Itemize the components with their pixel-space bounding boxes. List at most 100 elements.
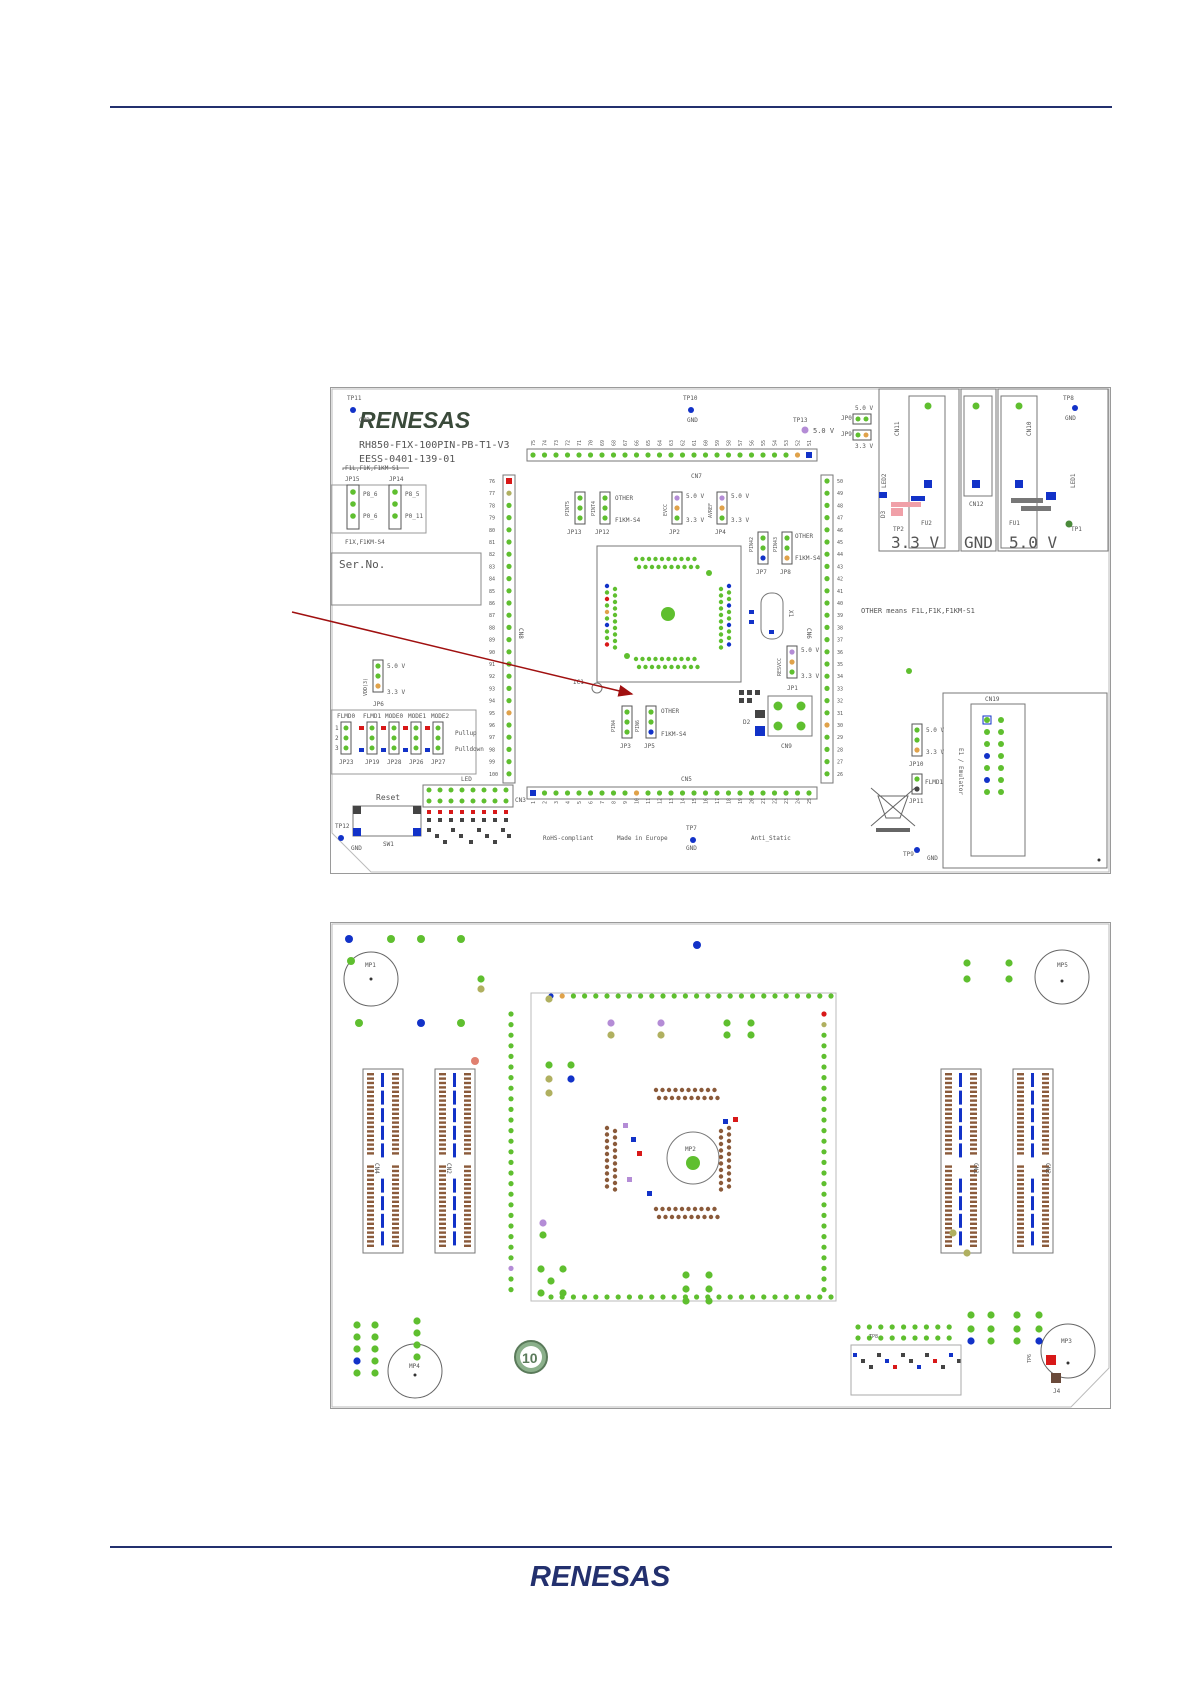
- bottom-pin: [638, 1294, 644, 1300]
- ic-pad: [649, 664, 655, 670]
- made-label: Made in Europe: [617, 835, 668, 842]
- bottom-pin: [582, 1294, 588, 1300]
- bottom-pin: [694, 993, 700, 999]
- jp11-label: JP11: [909, 798, 924, 805]
- mode-jumper-pin: [413, 725, 419, 731]
- connector-contact: [1042, 1178, 1049, 1181]
- connector-contact: [1017, 1134, 1024, 1137]
- x1-crystal: X1: [749, 592, 794, 640]
- cn8-pin-number: 93: [489, 686, 495, 692]
- bottom-misc-pad: [353, 1345, 361, 1353]
- bottom-pin: [821, 1234, 827, 1240]
- resistor-cluster: [427, 818, 511, 844]
- bottom-smd: [885, 1359, 889, 1363]
- jp7-label: JP7: [756, 569, 767, 576]
- cn7-pin-number: 67: [623, 440, 629, 446]
- led-pin: [481, 798, 487, 804]
- ic-pad: [726, 1125, 732, 1131]
- bottom-misc-pad: [607, 1031, 615, 1039]
- connector-contact: [970, 1143, 977, 1146]
- bottom-misc-pad: [371, 1333, 379, 1341]
- connector-contact: [439, 1244, 446, 1247]
- connector-contact: [1017, 1231, 1024, 1234]
- connector-outline: [362, 1068, 404, 1254]
- cn5-pin-number: 11: [646, 798, 652, 804]
- bottom-smd: [853, 1353, 857, 1357]
- connector-contact: [1042, 1095, 1049, 1098]
- tp1-label: TP1: [1071, 526, 1082, 533]
- cn5-pin: [702, 790, 709, 796]
- connector-contact: [970, 1081, 977, 1085]
- cn19-pin: [984, 729, 990, 735]
- cn5-pin: [656, 790, 663, 796]
- ic-pad: [604, 1132, 610, 1137]
- p0-11-label: P0_11: [405, 513, 423, 520]
- mode-jumper-pin: [343, 735, 349, 741]
- cn6-pin: [824, 637, 830, 643]
- connector-contact: [464, 1174, 471, 1177]
- mode-jumper-pin: [413, 745, 419, 751]
- ic-pad: [612, 1148, 618, 1153]
- ic-pad: [612, 638, 618, 644]
- bottom-misc-pad: [545, 1075, 553, 1083]
- connector-contact: [439, 1222, 446, 1225]
- cn6-pin: [824, 771, 830, 777]
- jp2-v33: 3.3 V: [686, 517, 704, 524]
- ic-pad: [676, 1095, 681, 1101]
- tp10-label: TP10: [683, 395, 698, 402]
- bottom-pin: [821, 1170, 827, 1176]
- cn6-pin: [824, 502, 830, 508]
- cn10-label: CN10: [1026, 421, 1033, 436]
- connector-contact: [1017, 1099, 1024, 1102]
- mode-jumper-pin: [413, 735, 419, 741]
- connector-contact: [1017, 1073, 1024, 1076]
- ic-pad: [692, 556, 697, 562]
- connector-contact: [1042, 1165, 1049, 1168]
- led2-label: LED2: [881, 473, 888, 488]
- bottom-header-pin: [855, 1324, 861, 1330]
- led-pin: [470, 787, 476, 793]
- bottom-pin: [821, 1276, 827, 1282]
- cn8-pin-number: 84: [489, 577, 495, 583]
- ic-pad: [726, 1151, 732, 1157]
- connector-contact: [439, 1213, 446, 1217]
- cn19-pin: [984, 717, 990, 723]
- connector-ground: [453, 1213, 456, 1228]
- ic-pad: [669, 564, 674, 570]
- ic-pad: [679, 656, 684, 662]
- tp12-pad: [338, 835, 344, 841]
- cn5-pin: [610, 790, 617, 796]
- bottom-misc-pad: [987, 1325, 995, 1333]
- connector-contact: [367, 1240, 374, 1243]
- connector-contact: [945, 1231, 952, 1234]
- ic-pad: [718, 1174, 724, 1179]
- cn6-pin: [824, 539, 830, 545]
- connector-contact: [392, 1117, 399, 1120]
- mode-resistor: [359, 748, 364, 752]
- ic-pad: [726, 1177, 732, 1183]
- cn7-pin-number: 61: [692, 440, 698, 446]
- ic-pad: [718, 1161, 724, 1166]
- led-resistor: [438, 810, 442, 814]
- bottom-pin: [817, 1294, 823, 1300]
- cn8-pin-number: 77: [489, 491, 495, 497]
- bottom-pin: [660, 1294, 666, 1300]
- bottom-misc-pad: [537, 1265, 545, 1273]
- cn7-pin-number: 64: [658, 440, 664, 446]
- smd-area: [850, 1344, 962, 1396]
- serial-box: [331, 552, 482, 606]
- tp10-gnd: GND: [687, 417, 698, 424]
- connector-contact: [1017, 1222, 1024, 1225]
- connector-contact: [945, 1134, 952, 1137]
- tp13-voltage: 5.0 V: [813, 427, 835, 435]
- bottom-pad: [347, 957, 355, 965]
- cn5-pin: [599, 790, 605, 796]
- cn8-pin: [506, 527, 512, 533]
- jp4-v50: 5.0 V: [731, 493, 749, 500]
- board-title-line-2: EESS-0401-139-01: [359, 454, 455, 465]
- ic-pad: [604, 1145, 610, 1150]
- connector-contact: [367, 1174, 374, 1177]
- connector-contact: [439, 1152, 446, 1155]
- bottom-misc-pad: [987, 1311, 995, 1319]
- top-board-silkscreen: RENESAS RH850-F1X-100PIN-PB-T1-V3 EESS-0…: [330, 387, 1111, 874]
